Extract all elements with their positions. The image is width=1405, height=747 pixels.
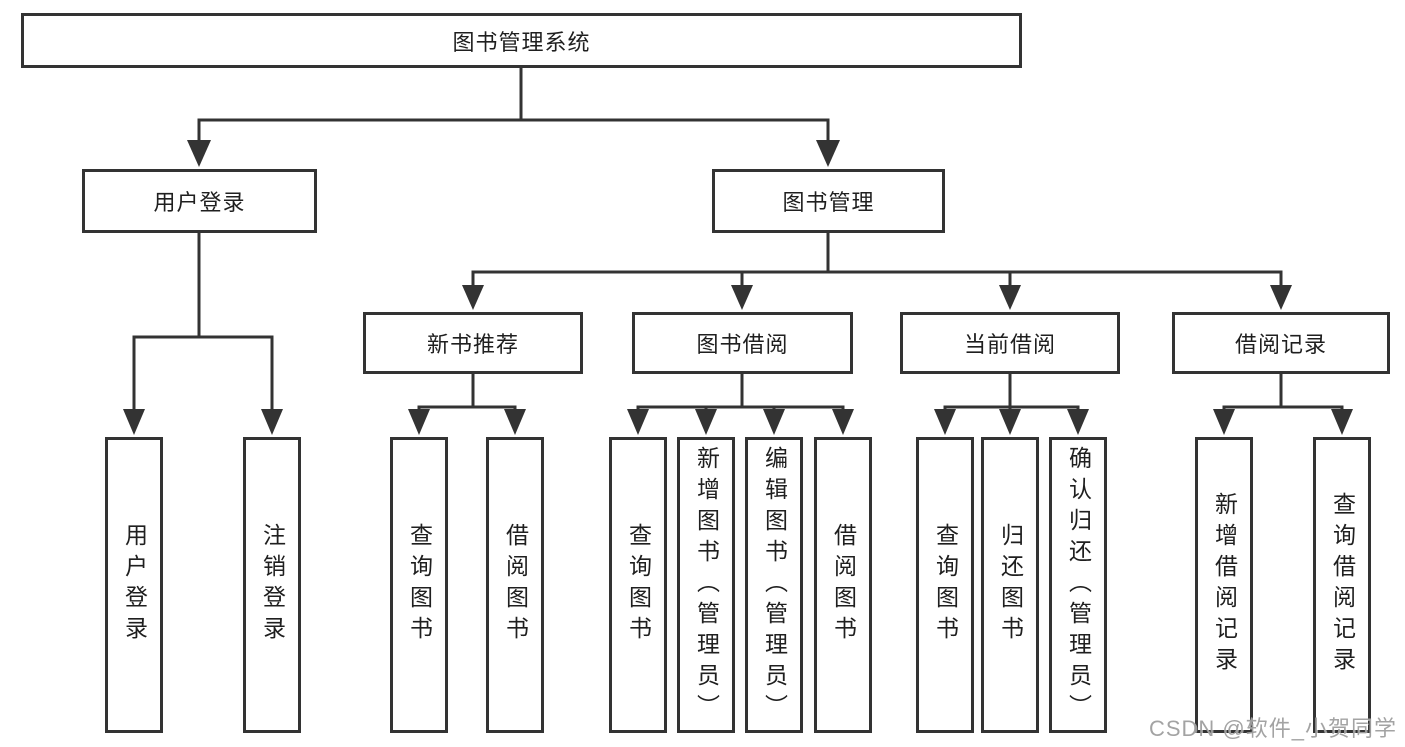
leaf-borrow-book: 借阅图书 — [814, 437, 872, 733]
node-label: 图书借阅 — [696, 332, 789, 357]
arrow-down-icon — [504, 409, 526, 435]
arrow-down-icon — [999, 285, 1021, 310]
node-label: 用户登录 — [153, 190, 246, 215]
leaf-query-books-recommend: 查询图书 — [390, 437, 448, 733]
node-library-management-system: 图书管理系统 — [21, 13, 1022, 68]
arrow-down-icon — [462, 285, 484, 310]
leaf-user-login: 用户登录 — [105, 437, 163, 733]
leaf-label: 查询借阅记录 — [1329, 492, 1356, 678]
arrow-down-icon — [1067, 409, 1089, 435]
leaf-borrow-book-recommend: 借阅图书 — [486, 437, 544, 733]
leaf-label: 借阅图书 — [502, 523, 529, 647]
node-new-book-recommend: 新书推荐 — [363, 312, 583, 374]
arrow-down-icon — [123, 409, 145, 435]
leaf-label: 编辑图书（管理员） — [761, 445, 788, 725]
csdn-watermark: CSDN @软件_小贺同学 — [1148, 716, 1397, 741]
node-label: 新书推荐 — [426, 332, 519, 357]
leaf-label: 注销登录 — [259, 523, 286, 647]
arrow-down-icon — [1213, 409, 1235, 435]
leaf-label: 查询图书 — [932, 523, 959, 647]
arrow-down-icon — [816, 140, 840, 167]
leaf-logout: 注销登录 — [243, 437, 301, 733]
leaf-label: 借阅图书 — [830, 523, 857, 647]
arrow-down-icon — [261, 409, 283, 435]
arrow-down-icon — [731, 285, 753, 310]
arrow-down-icon — [1270, 285, 1292, 310]
leaf-add-book-admin: 新增图书（管理员） — [677, 437, 735, 733]
node-user-login: 用户登录 — [82, 169, 317, 233]
leaf-label: 确认归还（管理员） — [1065, 445, 1092, 725]
leaf-label: 新增图书（管理员） — [693, 445, 720, 725]
node-current-borrowing: 当前借阅 — [900, 312, 1120, 374]
node-label: 当前借阅 — [963, 332, 1056, 357]
leaf-label: 归还图书 — [997, 523, 1024, 647]
arrow-down-icons — [123, 140, 1353, 435]
node-book-management: 图书管理 — [712, 169, 945, 233]
arrow-down-icon — [999, 409, 1021, 435]
node-borrowing-records: 借阅记录 — [1172, 312, 1390, 374]
leaf-query-borrow-record: 查询借阅记录 — [1313, 437, 1371, 733]
leaf-label: 查询图书 — [625, 523, 652, 647]
arrow-down-icon — [1331, 409, 1353, 435]
arrow-down-icon — [763, 409, 785, 435]
leaf-query-books-current: 查询图书 — [916, 437, 974, 733]
arrow-down-icon — [408, 409, 430, 435]
leaf-edit-book-admin: 编辑图书（管理员） — [745, 437, 803, 733]
arrow-down-icon — [627, 409, 649, 435]
arrow-down-icon — [832, 409, 854, 435]
leaf-label: 查询图书 — [406, 523, 433, 647]
node-label: 图书管理 — [782, 190, 875, 215]
arrow-down-icon — [934, 409, 956, 435]
arrow-down-icon — [695, 409, 717, 435]
leaf-query-books-borrowing: 查询图书 — [609, 437, 667, 733]
node-label: 借阅记录 — [1234, 332, 1327, 357]
leaf-confirm-return-admin: 确认归还（管理员） — [1049, 437, 1107, 733]
leaf-return-book: 归还图书 — [981, 437, 1039, 733]
leaf-label: 用户登录 — [121, 523, 148, 647]
leaf-add-borrow-record: 新增借阅记录 — [1195, 437, 1253, 733]
leaf-label: 新增借阅记录 — [1211, 492, 1238, 678]
arrow-down-icon — [187, 140, 211, 167]
node-label: 图书管理系统 — [452, 29, 591, 55]
node-book-borrowing: 图书借阅 — [632, 312, 853, 374]
